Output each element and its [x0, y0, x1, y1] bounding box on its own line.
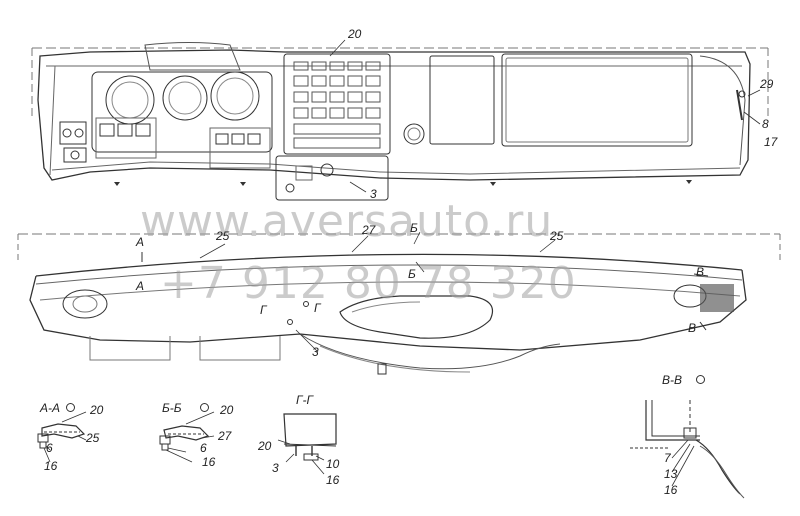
callout-washer: 17 [764, 135, 778, 149]
callout-nut: 8 [762, 117, 769, 131]
detail-a-a-label-4: 16 [44, 459, 58, 473]
section-mark-v-top: В [696, 265, 705, 279]
section-mark-b-top: Б [410, 221, 418, 235]
detail-b-b-title: Б-Б [162, 401, 182, 415]
detail-b-b-label-4: 16 [202, 455, 216, 469]
detail-a-a-label-3: 6 [46, 441, 53, 455]
callout-panel: 20 [348, 27, 362, 41]
detail-a-a-drawing [37, 411, 87, 463]
callout-cover-bottom: 3 [312, 345, 319, 359]
callout-screw: 29 [760, 77, 774, 91]
detail-v-v-label-2: 13 [664, 467, 678, 481]
detail-v-v-label-3: 16 [664, 483, 678, 497]
detail-g-g-label-4: 16 [326, 473, 340, 487]
top-view-dashboard [31, 39, 769, 201]
watermark-url: www.aversauto.ru [140, 196, 554, 247]
detail-b-b-label-2: 27 [218, 429, 232, 443]
section-mark-v-bottom: В [688, 321, 697, 335]
detail-g-g-title: Г-Г [296, 393, 314, 407]
section-mark-b-mid: Б [408, 267, 416, 281]
callout-seal-mid: 27 [362, 223, 376, 237]
detail-b-b-label-3: 6 [200, 441, 207, 455]
detail-g-g-label-2: 3 [272, 461, 279, 475]
detail-b-b-label-1: 20 [220, 403, 234, 417]
detail-a-a-label-2: 25 [86, 431, 100, 445]
bottom-view-dashboard [17, 231, 781, 375]
section-mark-a-lower: A [136, 279, 145, 293]
detail-v-v-label-1: 7 [664, 451, 671, 465]
section-mark-g-left: Г [260, 303, 267, 317]
detail-g-g-drawing [277, 413, 337, 475]
detail-v-v-title: В-В [662, 373, 683, 387]
callout-seal-right: 25 [550, 229, 564, 243]
section-mark-a-top: A [136, 235, 145, 249]
callout-cover-top: 3 [370, 187, 377, 201]
section-circle-icon [66, 403, 75, 412]
watermark-phone: +7 912 80 78 320 [160, 258, 577, 309]
detail-b-b-drawing [159, 411, 215, 463]
detail-a-a-title: А-А [40, 401, 61, 415]
callout-seal-left: 25 [216, 229, 230, 243]
section-circle-icon [200, 403, 209, 412]
section-circle-icon [696, 375, 705, 384]
detail-g-g-label-1: 20 [258, 439, 272, 453]
detail-g-g-label-3: 10 [326, 457, 340, 471]
detail-a-a-label-1: 20 [90, 403, 104, 417]
detail-v-v-drawing [630, 400, 745, 499]
section-mark-g-right: Г [314, 301, 321, 315]
